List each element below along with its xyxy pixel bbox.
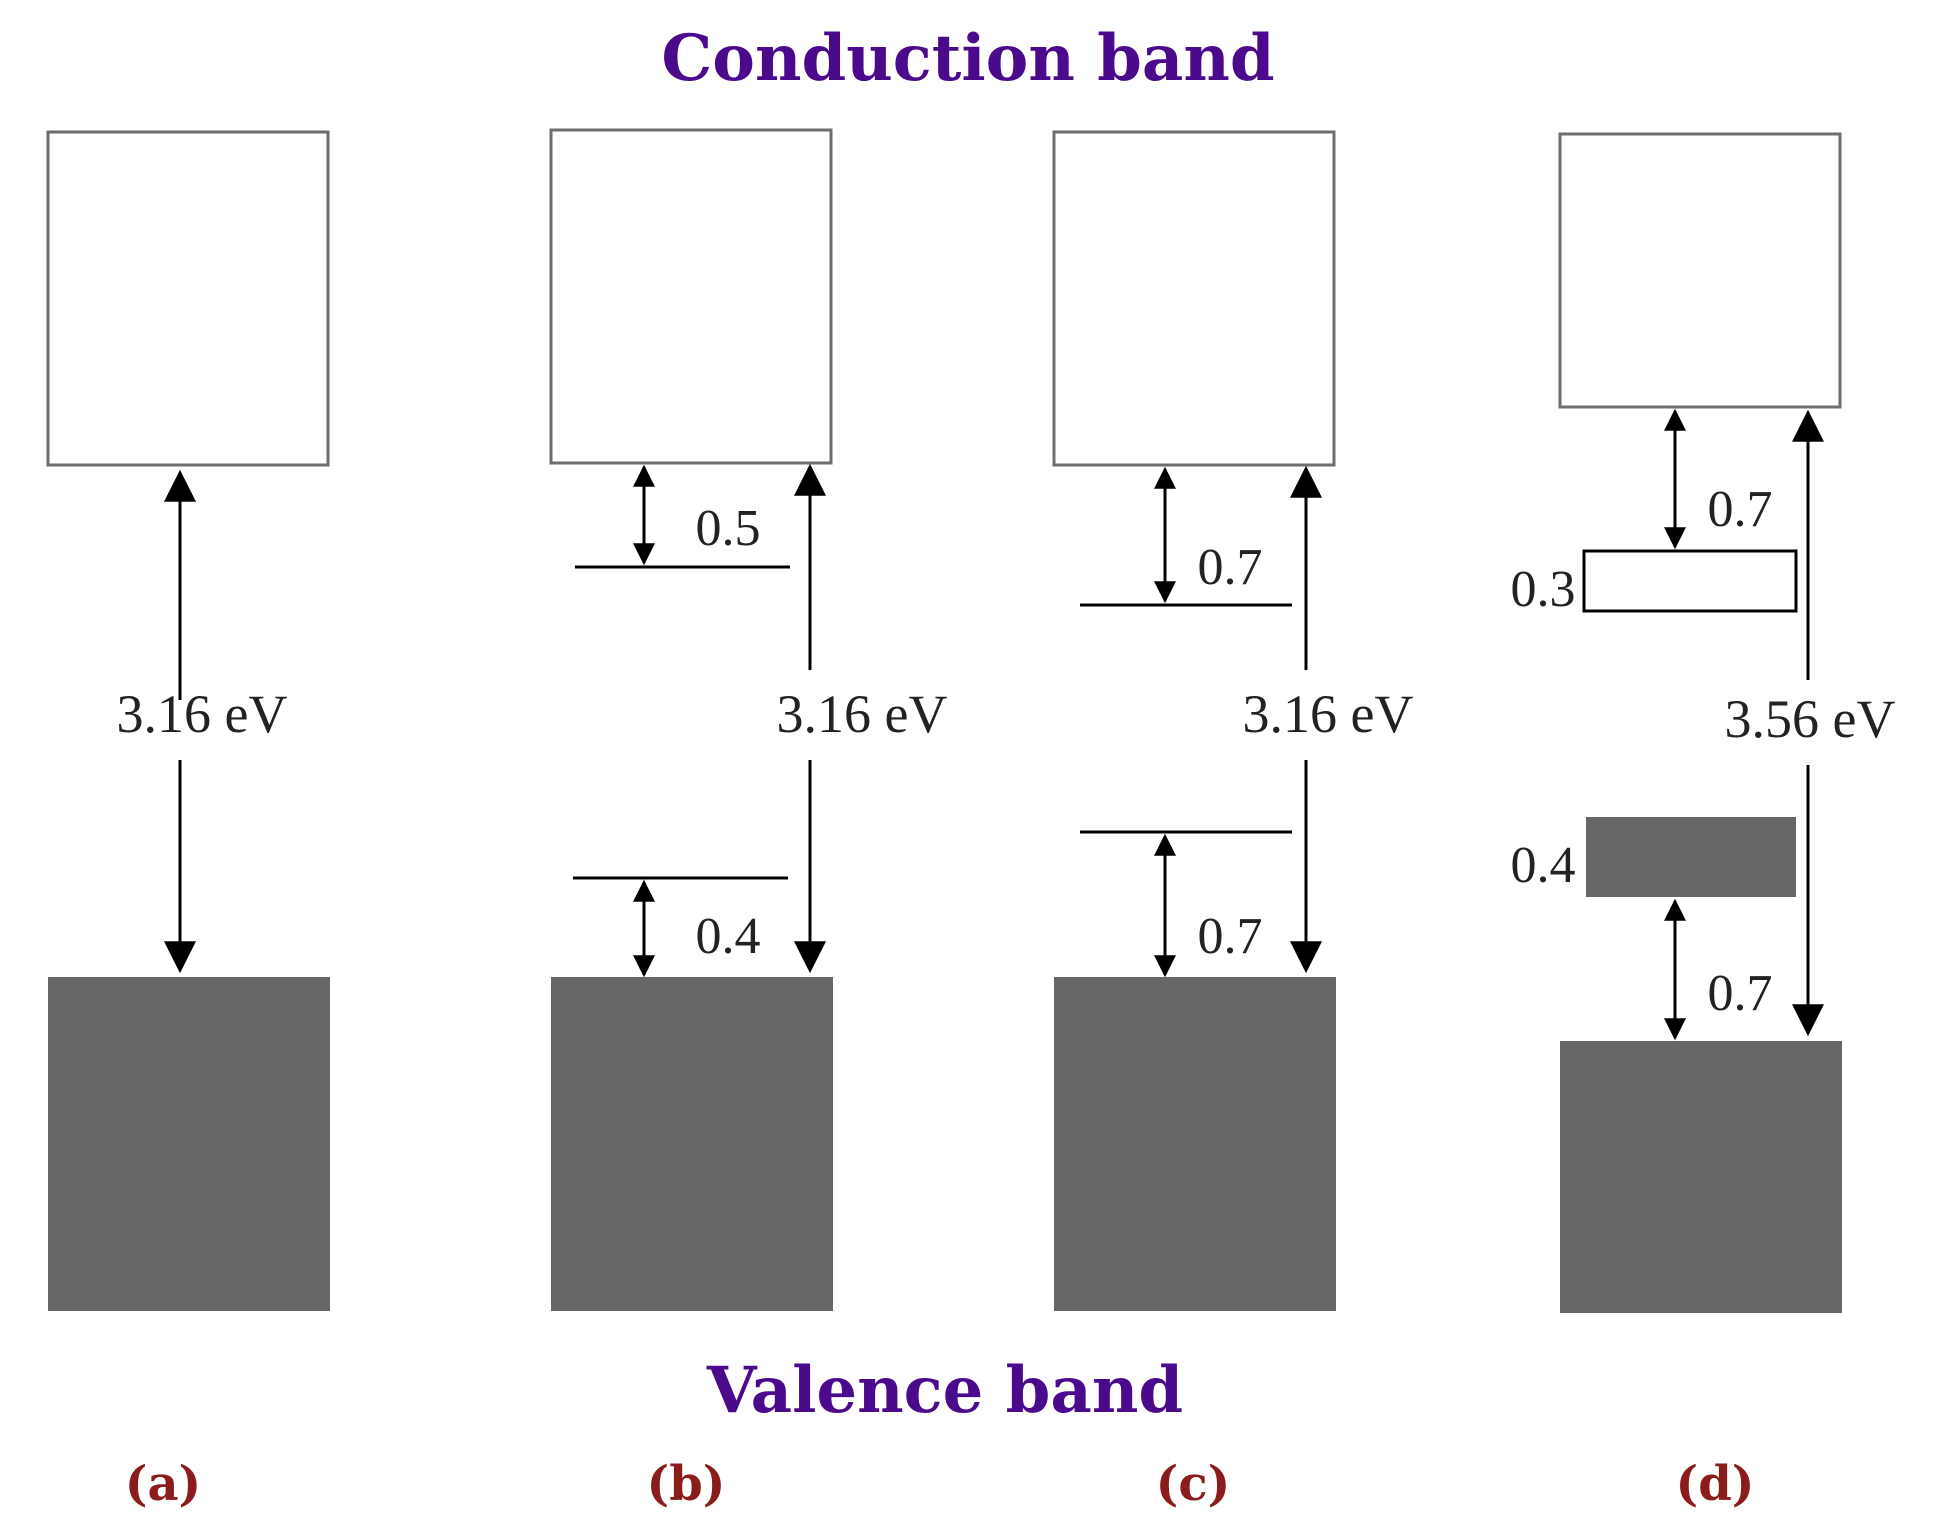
gap-label-c: 3.16 eV — [1243, 684, 1414, 744]
gap-label-b: 3.16 eV — [777, 684, 948, 744]
valence-band-d — [1560, 1041, 1842, 1313]
conduction-band-a — [46, 130, 330, 467]
conduction-band-title: Conduction band — [661, 21, 1274, 96]
panel-c: 0.7 0.7 3.16 eV (c) — [1052, 130, 1414, 1512]
conduction-band-d — [1558, 132, 1842, 409]
valence-band-b — [551, 977, 833, 1311]
panel-d: 0.7 0.3 0.4 0.7 3.56 eV (d) — [1511, 132, 1896, 1512]
panel-label-d: (d) — [1676, 1456, 1755, 1512]
impurity-band-upper-d — [1582, 549, 1798, 613]
panel-label-c: (c) — [1156, 1456, 1231, 1512]
offset-label-d-lower: 0.7 — [1708, 965, 1773, 1022]
offset-label-c-lower: 0.7 — [1198, 908, 1263, 965]
band-width-label-d-lower: 0.4 — [1511, 837, 1576, 894]
panel-a: 3.16 eV (a) — [46, 130, 330, 1512]
conduction-band-c — [1052, 130, 1336, 467]
panel-label-a: (a) — [125, 1456, 202, 1512]
valence-band-c — [1054, 977, 1336, 1311]
panel-b: 0.5 0.4 3.16 eV (b) — [549, 128, 948, 1512]
offset-label-b-lower: 0.4 — [696, 908, 761, 965]
conduction-band-b — [549, 128, 833, 465]
offset-label-b-upper: 0.5 — [696, 500, 761, 557]
panel-label-b: (b) — [647, 1456, 726, 1512]
gap-label-a: 3.16 eV — [117, 684, 288, 744]
band-width-label-d-upper: 0.3 — [1511, 561, 1576, 618]
offset-label-d-upper: 0.7 — [1708, 481, 1773, 538]
valence-band-title: Valence band — [706, 1353, 1183, 1428]
gap-label-d: 3.56 eV — [1725, 689, 1896, 749]
offset-label-c-upper: 0.7 — [1198, 539, 1263, 596]
valence-band-a — [48, 977, 330, 1311]
impurity-band-lower-d — [1586, 817, 1796, 897]
